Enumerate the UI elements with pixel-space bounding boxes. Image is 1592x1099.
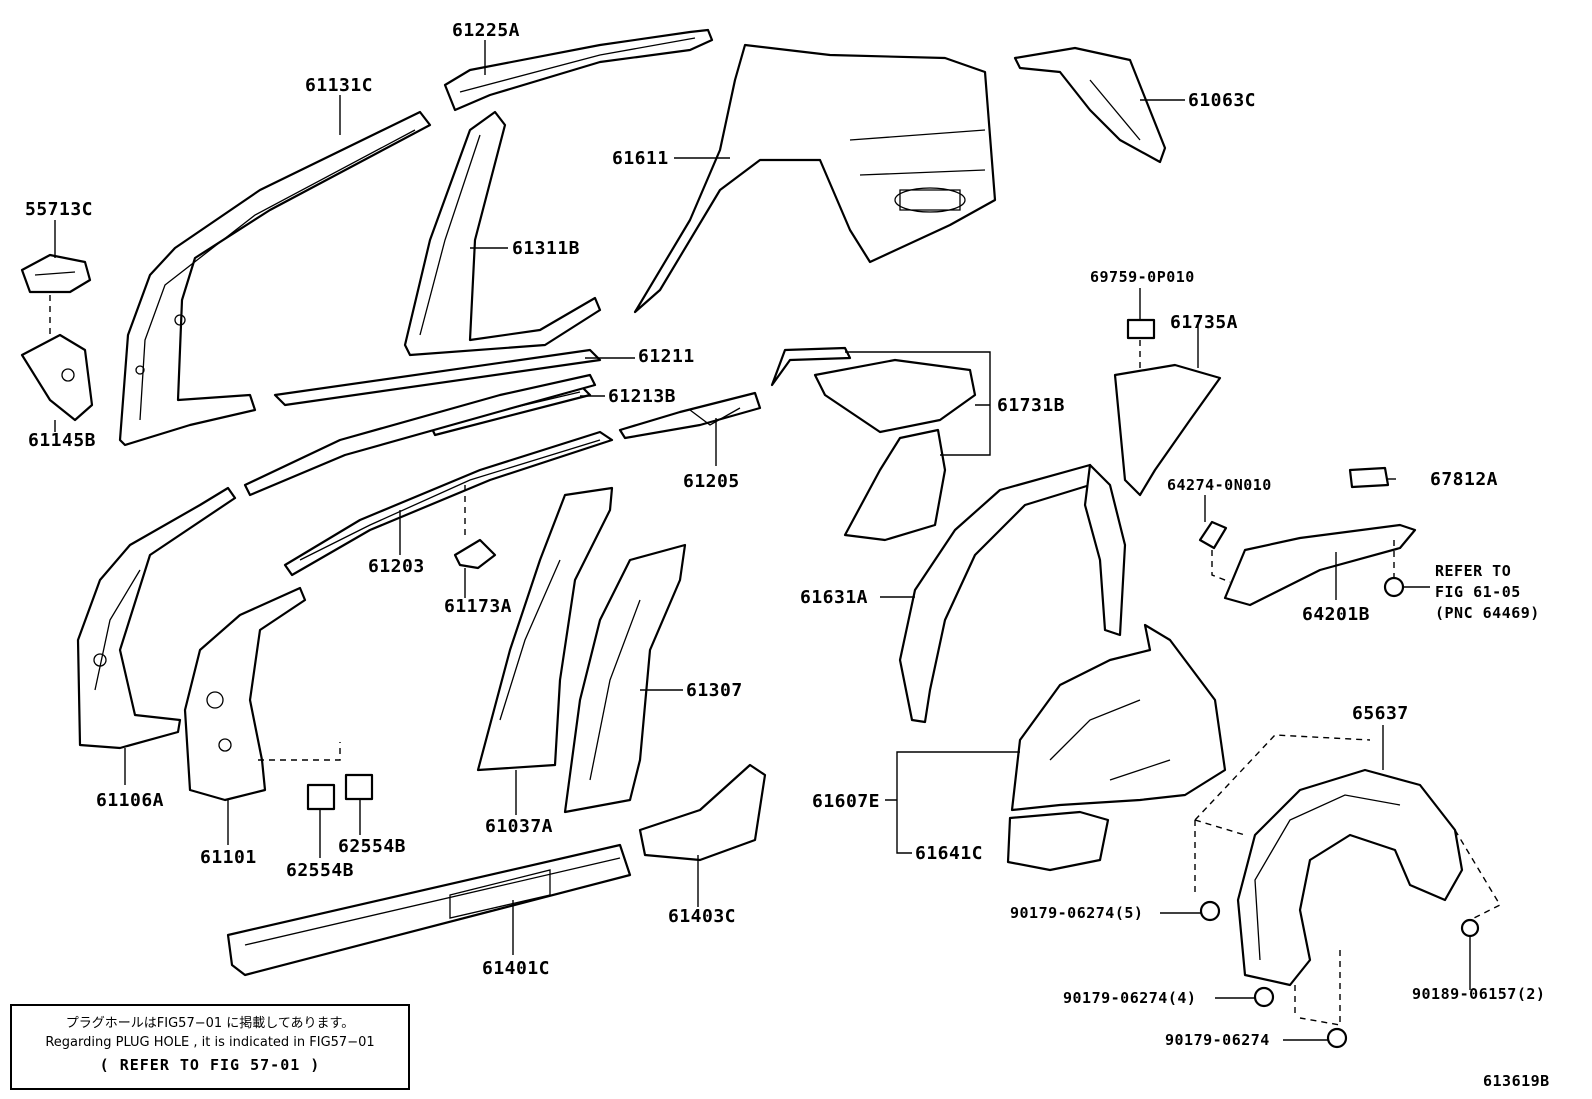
label-61213B[interactable]: 61213B: [608, 386, 677, 407]
fastener-90179-06274-4[interactable]: [1253, 986, 1275, 1008]
label-61631A[interactable]: 61631A: [800, 587, 869, 608]
label-90179-06274-5[interactable]: 90179-06274(5): [1010, 904, 1144, 922]
label-61735A[interactable]: 61735A: [1170, 312, 1239, 333]
refer-line-3: (PNC 64469): [1435, 604, 1540, 622]
part-61211[interactable]: [273, 348, 602, 407]
part-61607E[interactable]: [1010, 623, 1227, 812]
part-62554B-b[interactable]: [344, 773, 374, 801]
label-64201B[interactable]: 64201B: [1302, 604, 1371, 625]
label-61205[interactable]: 61205: [683, 471, 740, 492]
label-61225A[interactable]: 61225A: [452, 20, 521, 41]
part-61205[interactable]: [618, 391, 762, 440]
figure-id: 613619B: [1483, 1072, 1550, 1090]
label-69759-0P010[interactable]: 69759-0P010: [1090, 268, 1195, 286]
part-61735A[interactable]: [1113, 363, 1222, 497]
label-55713C[interactable]: 55713C: [25, 199, 94, 220]
part-61307[interactable]: [563, 543, 687, 814]
part-61203[interactable]: [283, 430, 614, 577]
note-english: Regarding PLUG HOLE , it is indicated in…: [45, 1035, 375, 1050]
part-55713C[interactable]: [20, 253, 92, 294]
label-61731B[interactable]: 61731B: [997, 395, 1066, 416]
part-67812A[interactable]: [1348, 466, 1390, 489]
label-61145B[interactable]: 61145B: [28, 430, 97, 451]
label-61611[interactable]: 61611: [612, 148, 669, 169]
part-65637[interactable]: [1236, 768, 1464, 987]
part-61611[interactable]: [633, 43, 997, 314]
refer-line-2[interactable]: FIG 61-05: [1435, 583, 1521, 601]
fastener-90179-06274[interactable]: [1326, 1027, 1348, 1049]
part-61173A[interactable]: [453, 538, 497, 570]
part-61131C[interactable]: [118, 110, 432, 447]
label-61311B[interactable]: 61311B: [512, 238, 581, 259]
note-japanese: プラグホールはFIG57−01 に掲載してあります。: [65, 1016, 355, 1031]
label-61307[interactable]: 61307: [686, 680, 743, 701]
label-62554B-a[interactable]: 62554B: [286, 860, 355, 881]
part-61641C[interactable]: [1006, 810, 1110, 872]
label-62554B-b[interactable]: 62554B: [338, 836, 407, 857]
label-61401C[interactable]: 61401C: [482, 958, 551, 979]
label-65637[interactable]: 65637: [1352, 703, 1409, 724]
label-61203[interactable]: 61203: [368, 556, 425, 577]
label-64274-0N010[interactable]: 64274-0N010: [1167, 476, 1272, 494]
dash-65637-box: [1194, 734, 1501, 1026]
part-61225A[interactable]: [443, 28, 714, 112]
bracket-61607E: [885, 751, 1020, 854]
part-61063C[interactable]: [1013, 46, 1167, 164]
dash-61101-plugs: [258, 742, 341, 761]
label-61131C[interactable]: 61131C: [305, 75, 374, 96]
label-90189-06157-2[interactable]: 90189-06157(2): [1412, 985, 1546, 1003]
note-refer-link[interactable]: ( REFER TO FIG 57-01 ): [99, 1056, 321, 1074]
label-90179-06274[interactable]: 90179-06274: [1165, 1031, 1270, 1049]
fastener-90179-06274-5[interactable]: [1199, 900, 1221, 922]
part-69759-0P010[interactable]: [1126, 318, 1156, 340]
label-61403C[interactable]: 61403C: [668, 906, 737, 927]
leader-lines: [54, 40, 1471, 1041]
part-61731B[interactable]: [770, 346, 977, 542]
label-61211[interactable]: 61211: [638, 346, 695, 367]
label-61063C[interactable]: 61063C: [1188, 90, 1257, 111]
part-64274-0N010[interactable]: [1198, 520, 1228, 550]
label-61037A[interactable]: 61037A: [485, 816, 554, 837]
part-61403C[interactable]: [638, 763, 767, 862]
part-61631A[interactable]: [898, 463, 1127, 724]
part-61401C[interactable]: [226, 843, 632, 977]
label-67812A[interactable]: 67812A: [1430, 469, 1499, 490]
label-61101[interactable]: 61101: [200, 847, 257, 868]
label-61641C[interactable]: 61641C: [915, 843, 984, 864]
bracket-61731B: [845, 351, 991, 456]
part-long-rail[interactable]: [243, 373, 597, 497]
part-61037A[interactable]: [476, 486, 614, 772]
part-64201B[interactable]: [1223, 523, 1417, 607]
part-61101[interactable]: [183, 586, 307, 802]
fastener-90189-06157[interactable]: [1460, 918, 1480, 938]
label-61106A[interactable]: 61106A: [96, 790, 165, 811]
dash-64274: [1211, 550, 1231, 583]
part-61145B[interactable]: [20, 333, 94, 422]
refer-line-1: REFER TO: [1435, 562, 1512, 580]
part-62554B-a[interactable]: [306, 783, 336, 811]
part-61311B[interactable]: [403, 110, 602, 357]
plug-hole-note: プラグホールはFIG57−01 に掲載してあります。 Regarding PLU…: [10, 1004, 410, 1090]
label-90179-06274-4[interactable]: 90179-06274(4): [1063, 989, 1197, 1007]
clip-64469[interactable]: [1383, 576, 1405, 598]
label-61607E[interactable]: 61607E: [812, 791, 881, 812]
part-61106A[interactable]: [76, 486, 237, 750]
label-61173A[interactable]: 61173A: [444, 596, 513, 617]
